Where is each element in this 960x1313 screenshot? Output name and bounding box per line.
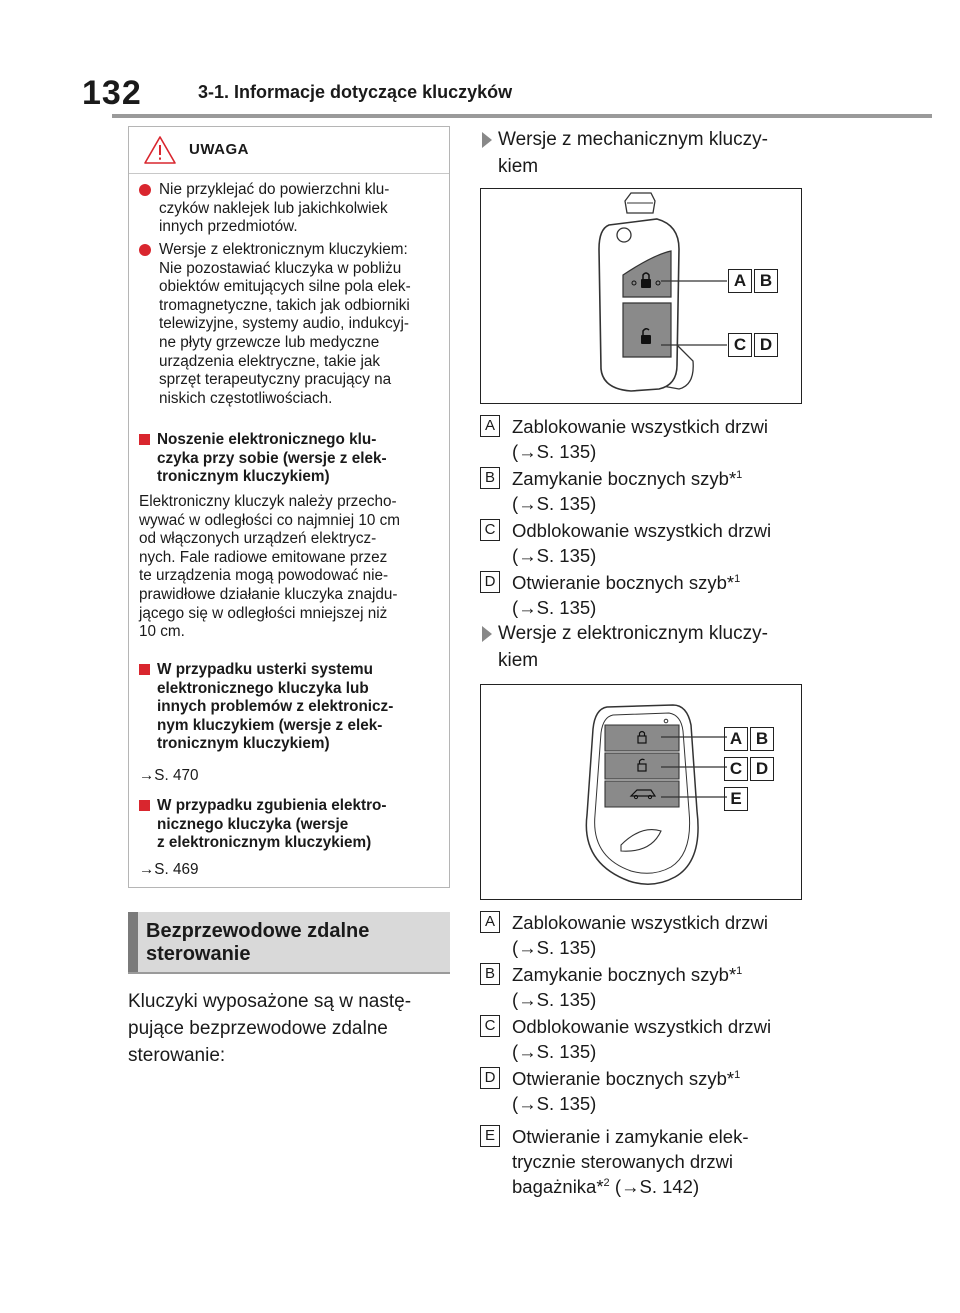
square-bullet-icon (139, 664, 150, 675)
caution-title: UWAGA (189, 141, 249, 158)
banner-rule (128, 972, 450, 974)
page-reference: →S. 469 (139, 861, 199, 878)
intro-text: Kluczyki wyposażone są w nastę- pujące b… (128, 991, 412, 1066)
section-title: 3-1. Informacje dotyczące kluczyków (198, 82, 513, 102)
header-rule (112, 114, 932, 118)
legend-item: A Zablokowanie wszystkich drzwi (→S. 135… (480, 910, 810, 960)
square-bullet-icon (139, 434, 150, 445)
figure-label: C (724, 757, 748, 781)
item-label: D (480, 1067, 500, 1089)
caution-box: UWAGA Nie przyklejać do powierzchni klu-… (128, 126, 450, 888)
section-banner: Bezprzewodowe zdalne sterowanie (128, 912, 450, 972)
legend-item: B Zamykanie bocznych szyb*1 (→S. 135) (480, 962, 810, 1012)
figure-label: B (750, 727, 774, 751)
caution-header: UWAGA (129, 127, 449, 174)
item-label: E (480, 1125, 500, 1147)
page-reference: →S. 470 (139, 767, 199, 784)
legend-item: D Otwieranie bocznych szyb*1 (→S. 135) (480, 1066, 810, 1116)
item-label: C (480, 1015, 500, 1037)
item-label: A (480, 415, 500, 437)
figure-label: A (728, 269, 752, 293)
legend-item: B Zamykanie bocznych szyb*1 (→S. 135) (480, 466, 810, 516)
figure-label: D (754, 333, 778, 357)
bullet-dot-icon (139, 244, 151, 256)
item-label: B (480, 963, 500, 985)
warning-icon (144, 136, 176, 164)
mechanical-key-illustration (598, 192, 727, 392)
figure-label: B (754, 269, 778, 293)
caution-subheading: W przypadku usterki systemu elektroniczn… (139, 661, 451, 754)
item-label: D (480, 571, 500, 593)
caution-body-text: Elektroniczny kluczyk należy przecho- wy… (139, 493, 401, 641)
section-banner-title: Bezprzewodowe zdalne sterowanie (146, 920, 370, 965)
electronic-key-heading: Wersje z elektronicznym kluczy- kiem (482, 620, 822, 674)
square-bullet-icon (139, 800, 150, 811)
page-number: 132 (82, 74, 142, 112)
legend-item: E Otwieranie i zamykanie elek- trycznie … (480, 1124, 810, 1199)
caution-bullet: Wersje z elektronicznym kluczykiem: Nie … (139, 241, 447, 408)
electronic-key-figure: A B C D E (480, 684, 802, 900)
item-label: A (480, 911, 500, 933)
figure-label: D (750, 757, 774, 781)
item-label: B (480, 467, 500, 489)
legend-item: A Zablokowanie wszystkich drzwi (→S. 135… (480, 414, 810, 464)
figure-label: E (724, 787, 748, 811)
legend-item: D Otwieranie bocznych szyb*1 (→S. 135) (480, 570, 810, 620)
legend-item: C Odblokowanie wszystkich drzwi (→S. 135… (480, 1014, 810, 1064)
legend-item: C Odblokowanie wszystkich drzwi (→S. 135… (480, 518, 810, 568)
figure1-labels-cd: C D (728, 333, 780, 357)
electronic-key-illustration (585, 704, 727, 885)
caution-bullet: Nie przyklejać do powierzchni klu- czykó… (139, 181, 447, 237)
figure-label: C (728, 333, 752, 357)
figure-label: A (724, 727, 748, 751)
triangle-bullet-icon (482, 626, 492, 642)
item-label: C (480, 519, 500, 541)
figure1-labels-ab: A B (728, 269, 780, 293)
figure2-labels-ab: A B (724, 727, 776, 751)
mechanical-key-heading: Wersje z mechanicznym kluczy- kiem (482, 126, 822, 180)
figure2-labels-cd: C D (724, 757, 776, 781)
figure2-label-e: E (724, 787, 750, 811)
triangle-bullet-icon (482, 132, 492, 148)
bullet-dot-icon (139, 184, 151, 196)
mechanical-key-figure: A B C D (480, 188, 802, 404)
caution-subheading: Noszenie elektronicznego klu- czyka przy… (139, 431, 451, 487)
caution-subheading: W przypadku zgubienia elektro- nicznego … (139, 797, 451, 853)
